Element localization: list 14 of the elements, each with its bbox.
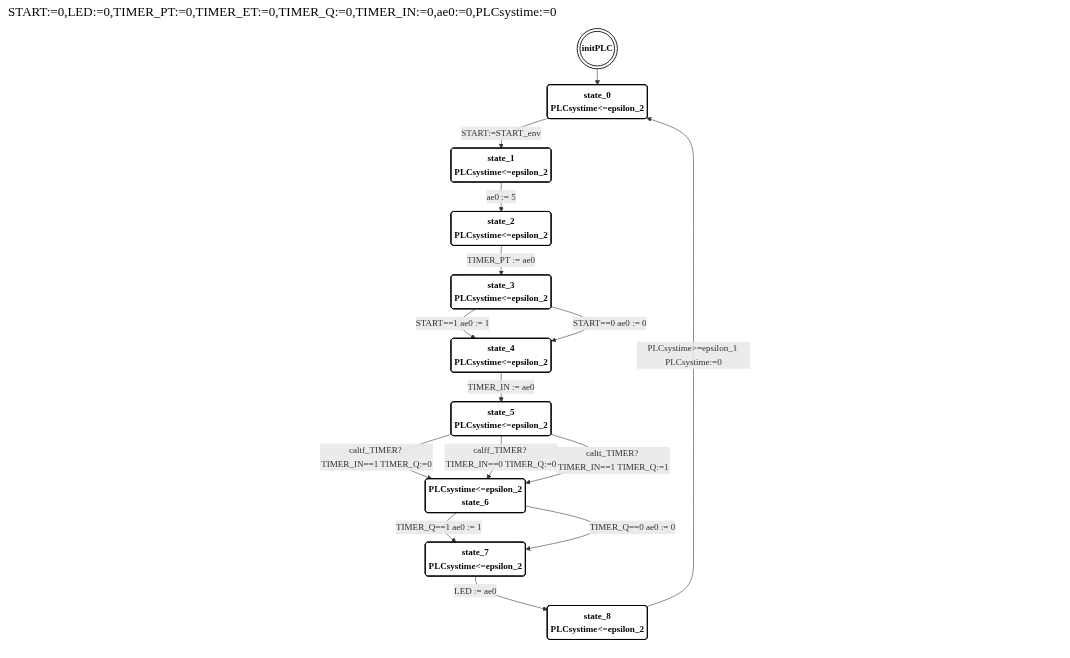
declaration-text: START:=0,LED:=0,TIMER_PT:=0,TIMER_ET:=0,TIMER_Q:=0,TIMER_IN:=0,ae0:=0,PLCsystime:=0 (8, 4, 558, 20)
edge-label: TIMER_Q==0 ae0 := 0 (589, 522, 676, 532)
edge-label: caltf_TIMER? TIMER_IN==1 TIMER_Q:=0 (321, 445, 432, 469)
edge-label: TIMER_PT := ae0 (467, 255, 535, 265)
edge-label: START==0 ae0 := 0 (572, 318, 647, 329)
edge-label: START:=START_env (461, 128, 541, 138)
edge-label: TIMER_Q==1 ae0 := 1 (396, 522, 482, 532)
edge-label: caltt_TIMER? TIMER_IN==1 TIMER_Q:=1 (558, 448, 669, 472)
edge-label: START==1 ae0 := 1 (415, 318, 490, 329)
edge-label: ae0 := 5 (486, 191, 516, 202)
edge-label: calff_TIMER? TIMER_IN==0 TIMER_Q:=0 (445, 445, 557, 469)
edge-label: PLCsystime>=epsilon_1 PLCsystime:=0 (647, 343, 738, 367)
edge-label: LED := ae0 (454, 585, 497, 596)
edge-label: TIMER_IN := ae0 (467, 381, 535, 392)
